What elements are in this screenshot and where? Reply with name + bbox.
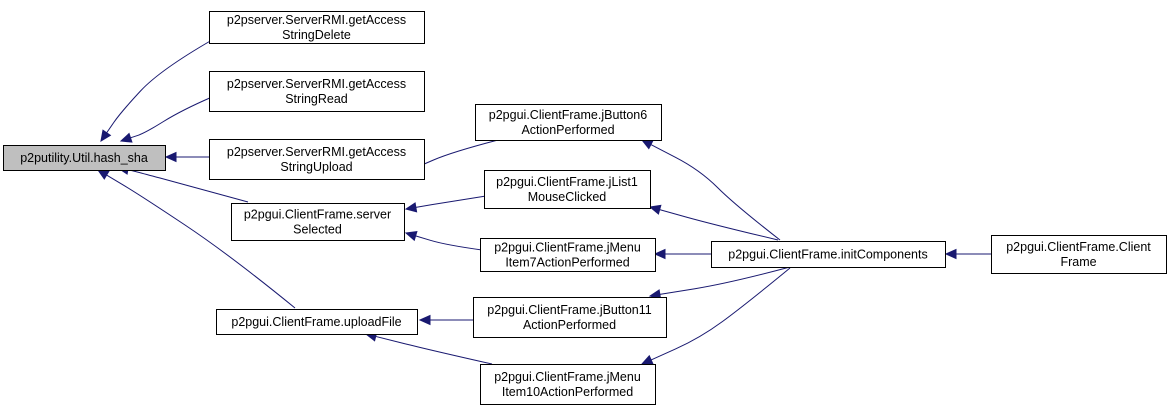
edge-client_frame-to-init_components — [944, 248, 992, 260]
node-label-line: p2pgui.ClientFrame.jMenu — [494, 241, 641, 255]
arrowhead-icon — [164, 151, 177, 163]
node-label-line: StringRead — [285, 92, 348, 106]
edge-line — [415, 195, 487, 208]
edge-srv_delete-to-hash_sha — [100, 39, 213, 143]
edge-line — [130, 96, 213, 139]
node-box — [3, 145, 166, 171]
node-jmenu10[interactable]: p2pgui.ClientFrame.jMenuItem10ActionPerf… — [480, 364, 656, 405]
node-box — [473, 297, 667, 338]
node-hash-sha[interactable]: p2putility.Util.hash_sha — [3, 145, 166, 171]
arrowhead-icon — [653, 248, 666, 260]
arrowhead-icon — [418, 314, 431, 326]
edge-jbutton11-to-upload_file — [418, 314, 475, 326]
arrowhead-icon — [119, 132, 133, 143]
node-label-line: Item7ActionPerformed — [505, 256, 629, 270]
node-label-line: ActionPerformed — [521, 123, 614, 137]
node-box — [216, 309, 418, 335]
node-jbutton11[interactable]: p2pgui.ClientFrame.jButton11ActionPerfor… — [473, 297, 667, 338]
arrowhead-icon — [640, 354, 654, 365]
arrowhead-icon — [404, 230, 418, 242]
edge-line — [106, 174, 296, 309]
edge-line — [650, 267, 791, 361]
arrowhead-icon — [100, 129, 112, 143]
node-label-line: p2pgui.ClientFrame.server — [244, 208, 391, 222]
node-label-line: StringDelete — [282, 28, 351, 42]
node-label-line: p2pserver.ServerRMI.getAccess — [227, 77, 406, 91]
node-box — [231, 203, 405, 241]
node-label-line: MouseClicked — [528, 190, 607, 204]
node-box — [480, 238, 656, 272]
edge-init_components-to-jmenu7 — [653, 248, 713, 260]
arrowhead-icon — [944, 248, 957, 260]
node-srv-delete[interactable]: p2pserver.ServerRMI.getAccessStringDelet… — [209, 11, 425, 44]
node-box — [475, 104, 662, 141]
edge-line — [375, 335, 493, 365]
node-label-line: p2pgui.ClientFrame.Client — [1006, 240, 1151, 254]
node-jbutton6[interactable]: p2pgui.ClientFrame.jButton6ActionPerform… — [475, 104, 662, 141]
edge-jmenu7-to-server_selected — [404, 230, 483, 251]
node-label-line: p2pserver.ServerRMI.getAccess — [227, 13, 406, 27]
node-box — [480, 364, 656, 405]
node-label-line: ActionPerformed — [523, 318, 616, 332]
node-label-line: p2pgui.ClientFrame.jList1 — [496, 175, 638, 189]
edge-line — [415, 235, 483, 251]
node-label-line: p2pserver.ServerRMI.getAccess — [227, 145, 406, 159]
node-label-line: p2pgui.ClientFrame.uploadFile — [231, 315, 401, 329]
node-label-line: p2pgui.ClientFrame.jButton11 — [487, 303, 651, 317]
edge-jlist1-to-server_selected — [404, 195, 487, 213]
node-box — [209, 11, 425, 44]
arrowhead-icon — [648, 204, 662, 215]
node-label-line: Frame — [1060, 255, 1096, 269]
arrowhead-icon — [640, 139, 654, 150]
node-label-line: StringUpload — [280, 160, 352, 174]
node-label-line: p2pgui.ClientFrame.jButton6 — [489, 108, 647, 122]
arrowhead-icon — [96, 169, 110, 180]
edge-line — [650, 144, 781, 241]
edge-init_components-to-jlist1 — [648, 204, 779, 241]
edge-init_components-to-jbutton6 — [640, 139, 781, 241]
edge-line — [659, 266, 791, 295]
node-jmenu7[interactable]: p2pgui.ClientFrame.jMenuItem7ActionPerfo… — [480, 238, 656, 272]
node-box — [209, 71, 425, 112]
node-box — [484, 170, 651, 209]
node-label-line: p2pgui.ClientFrame.initComponents — [728, 248, 927, 262]
edge-line — [106, 39, 213, 134]
node-label-line: p2putility.Util.hash_sha — [20, 151, 148, 165]
node-label-line: Item10ActionPerformed — [502, 385, 633, 399]
arrowhead-icon — [404, 202, 418, 213]
nodes-layer: p2putility.Util.hash_sha p2pserver.Server… — [3, 11, 1167, 405]
edge-init_components-to-jbutton11 — [648, 266, 791, 300]
edge-srv_upload-to-hash_sha — [164, 151, 212, 163]
node-box — [711, 241, 946, 268]
node-box — [991, 235, 1167, 274]
node-srv-upload[interactable]: p2pserver.ServerRMI.getAccessStringUploa… — [209, 139, 425, 180]
node-upload-file[interactable]: p2pgui.ClientFrame.uploadFile — [216, 309, 418, 335]
node-label-line: Selected — [293, 223, 342, 237]
edge-srv_read-to-hash_sha — [119, 96, 213, 143]
node-init-components[interactable]: p2pgui.ClientFrame.initComponents — [711, 241, 946, 268]
node-box — [209, 139, 425, 180]
edge-line — [659, 209, 779, 241]
node-client-frame[interactable]: p2pgui.ClientFrame.ClientFrame — [991, 235, 1167, 274]
node-label-line: p2pgui.ClientFrame.jMenu — [494, 370, 641, 384]
